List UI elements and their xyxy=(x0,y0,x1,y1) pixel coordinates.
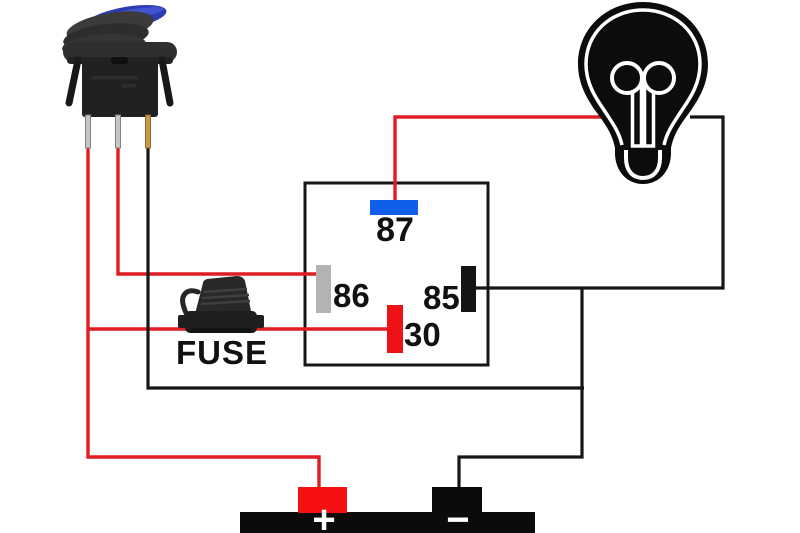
fuse-cap-ridges xyxy=(200,287,251,306)
rocker-switch-icon xyxy=(62,5,177,149)
fuse-label: FUSE xyxy=(175,334,268,371)
terminal-86 xyxy=(316,265,331,313)
switch-pin-middle xyxy=(115,114,121,149)
terminal-85 xyxy=(461,266,476,312)
fuse-base xyxy=(185,311,257,333)
battery-negative-label: − xyxy=(446,498,470,533)
switch-body-marking xyxy=(92,76,138,80)
switch-body-notch xyxy=(111,57,128,64)
relay-terminals xyxy=(316,200,476,353)
light-bulb-icon xyxy=(578,2,708,184)
fuse-tab-left xyxy=(178,315,187,328)
fuse-base-shadow xyxy=(190,328,252,333)
bulb-filament-loop-right xyxy=(642,61,676,95)
terminal-30 xyxy=(387,305,403,353)
fuse-holder-icon xyxy=(178,276,264,333)
black-wires xyxy=(146,115,725,492)
wire-switch-to-ground xyxy=(146,146,584,390)
battery-positive-label: + xyxy=(312,498,336,533)
battery-negative-terminal xyxy=(432,487,482,513)
wire-terminal-85-to-bulb xyxy=(474,115,725,290)
terminal-86-label: 86 xyxy=(333,277,370,314)
battery-body xyxy=(240,512,535,533)
battery-icon xyxy=(240,487,535,533)
terminal-85-label: 85 xyxy=(423,279,460,316)
switch-body-marking-2 xyxy=(122,84,136,88)
wire-battery-positive-to-switch xyxy=(86,146,321,492)
battery-positive-terminal xyxy=(298,487,347,513)
switch-leg-right xyxy=(158,56,174,107)
bulb-base-outline xyxy=(624,150,662,181)
wire-switch-to-terminal-86 xyxy=(116,146,318,276)
switch-leg-left xyxy=(65,56,82,107)
bulb-filament-loop-left xyxy=(610,61,644,95)
wire-ground-to-battery-negative xyxy=(457,287,584,492)
switch-pin-left xyxy=(85,114,91,149)
switch-body xyxy=(82,60,158,117)
terminal-30-label: 30 xyxy=(404,316,441,353)
terminal-87-label: 87 xyxy=(376,211,414,249)
switch-pin-right xyxy=(145,114,151,149)
wire-terminal-87-to-bulb xyxy=(393,115,604,204)
fuse-tab-right xyxy=(255,315,264,328)
terminal-87 xyxy=(370,200,418,215)
bulb-glass-outline xyxy=(584,8,702,146)
